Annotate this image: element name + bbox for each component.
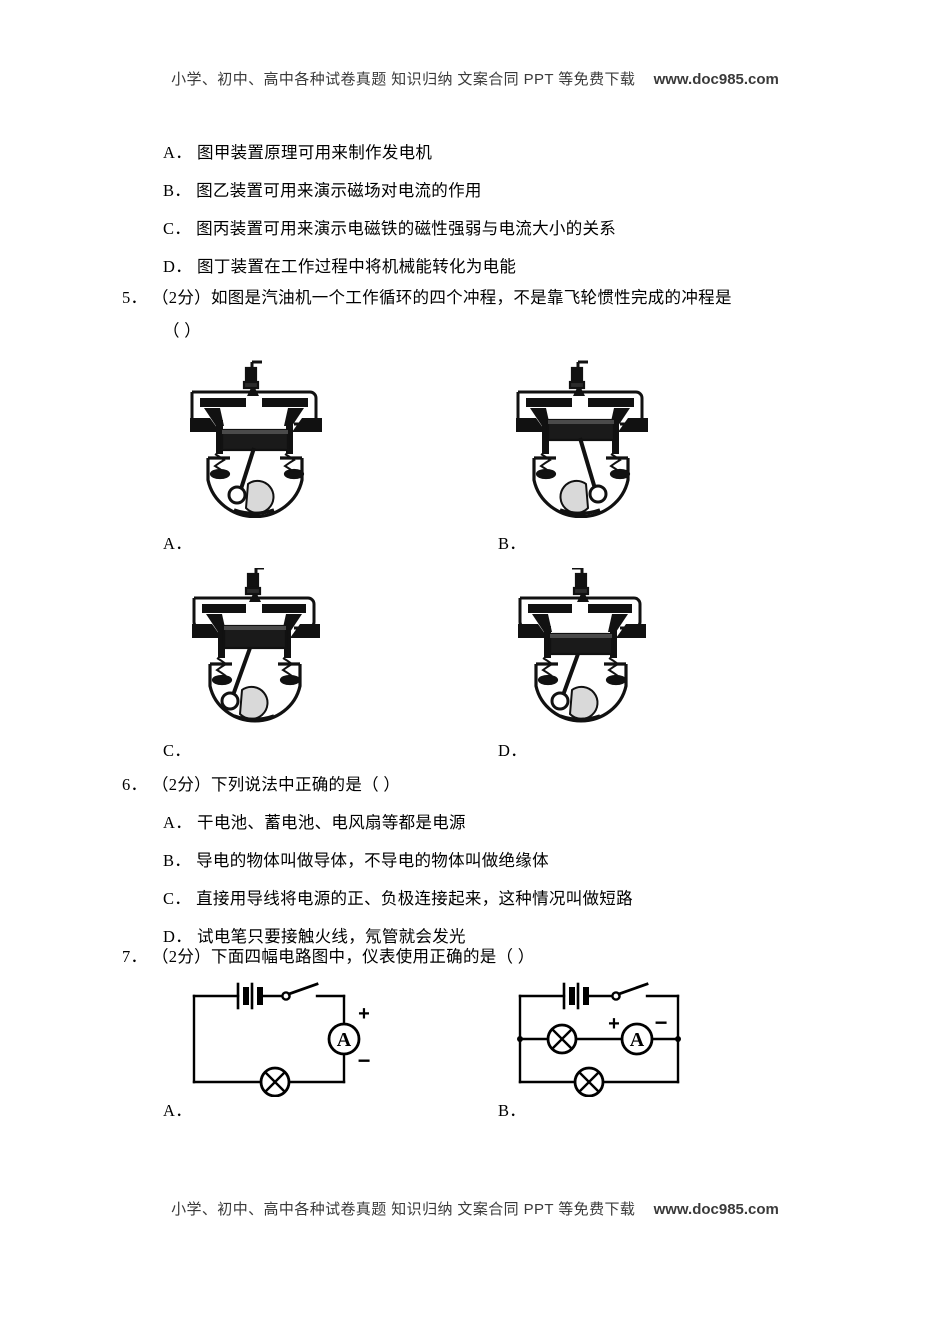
q7-figure-label-a: A． [163,1101,193,1120]
q4-option-d-text: 图丁装置在工作过程中将机械能转化为电能 [197,257,517,276]
q6-option-a-text: 干电池、蓄电池、电风扇等都是电源 [197,813,466,832]
footer-watermark-text: 小学、初中、高中各种试卷真题 知识归纳 文案合同 PPT 等免费下载 [171,1201,636,1218]
q4-option-d[interactable]: D．图丁装置在工作过程中将机械能转化为电能 [163,257,516,277]
q5-number: 5． [122,288,148,307]
header-watermark: 小学、初中、高中各种试卷真题 知识归纳 文案合同 PPT 等免费下载 www.d… [0,68,950,89]
q5-figure-a[interactable] [182,358,332,518]
q4-option-d-mark: D． [163,257,193,276]
q7-circuit-a[interactable]: A + − [186,982,401,1097]
q6-option-b[interactable]: B．导电的物体叫做导体，不导电的物体叫做绝缘体 [163,851,549,871]
svg-text:−: − [358,1048,371,1073]
q6-option-c-mark: C． [163,889,192,908]
header-watermark-text: 小学、初中、高中各种试卷真题 知识归纳 文案合同 PPT 等免费下载 [171,71,636,88]
svg-text:+: + [358,1003,370,1025]
q4-option-a-text: 图甲装置原理可用来制作发电机 [197,143,433,162]
q7-circuit-b[interactable]: A + − [512,982,737,1097]
q6-option-c-text: 直接用导线将电源的正、负极连接起来，这种情况叫做短路 [196,889,633,908]
q6-option-b-mark: B． [163,851,192,870]
svg-text:A: A [630,1029,645,1051]
q5-figure-label-b: B． [498,534,527,553]
q4-option-b-text: 图乙装置可用来演示磁场对电流的作用 [196,181,482,200]
header-watermark-url: www.doc985.com [653,71,779,88]
q5-figure-b[interactable] [508,358,658,518]
q5-figure-c[interactable] [182,568,332,728]
svg-text:−: − [655,1010,668,1035]
q6-option-c[interactable]: C．直接用导线将电源的正、负极连接起来，这种情况叫做短路 [163,889,633,909]
q4-option-b-mark: B． [163,181,192,200]
q4-option-c-text: 图丙装置可用来演示电磁铁的磁性强弱与电流大小的关系 [196,219,617,238]
q5-figure-d[interactable] [508,568,658,728]
q7-stem-text: 下面四幅电路图中，仪表使用正确的是（ ） [210,947,535,966]
q6-option-a[interactable]: A．干电池、蓄电池、电风扇等都是电源 [163,813,466,833]
q4-option-a[interactable]: A．图甲装置原理可用来制作发电机 [163,143,432,163]
q4-option-c[interactable]: C．图丙装置可用来演示电磁铁的磁性强弱与电流大小的关系 [163,219,616,239]
q5-figure-label-d: D． [498,741,528,760]
q6-stem-text: 下列说法中正确的是（ ） [210,775,401,794]
q5-figure-label-c: C． [163,741,192,760]
q6-number: 6． [122,775,148,794]
svg-text:A: A [337,1029,352,1051]
footer-watermark-url: www.doc985.com [653,1201,779,1218]
q7-figure-label-b: B． [498,1101,527,1120]
q7-number: 7． [122,947,148,966]
q6-option-a-mark: A． [163,813,193,832]
q5-score: （2分） [152,288,211,307]
q6-stem: （2分）下列说法中正确的是（ ） [152,775,400,795]
q7-stem: （2分）下面四幅电路图中，仪表使用正确的是（ ） [152,947,535,967]
q5-figure-label-a: A． [163,534,193,553]
q4-option-c-mark: C． [163,219,192,238]
q7-score: （2分） [152,947,211,966]
q6-option-d-text: 试电笔只要接触火线，氖管就会发光 [197,927,466,946]
q5-stem-text: 如图是汽油机一个工作循环的四个冲程，不是靠飞轮惯性完成的冲程是 [210,288,732,307]
q4-option-a-mark: A． [163,143,193,162]
q5-answer-blank[interactable]: （ ） [163,321,202,340]
q4-option-b[interactable]: B．图乙装置可用来演示磁场对电流的作用 [163,181,482,201]
footer-watermark: 小学、初中、高中各种试卷真题 知识归纳 文案合同 PPT 等免费下载 www.d… [0,1198,950,1219]
q6-score: （2分） [152,775,211,794]
q6-option-b-text: 导电的物体叫做导体，不导电的物体叫做绝缘体 [196,851,549,870]
q6-option-d-mark: D． [163,927,193,946]
q6-option-d[interactable]: D．试电笔只要接触火线，氖管就会发光 [163,927,466,947]
svg-text:+: + [608,1013,620,1035]
q5-stem: （2分）如图是汽油机一个工作循环的四个冲程，不是靠飞轮惯性完成的冲程是 [152,288,732,308]
